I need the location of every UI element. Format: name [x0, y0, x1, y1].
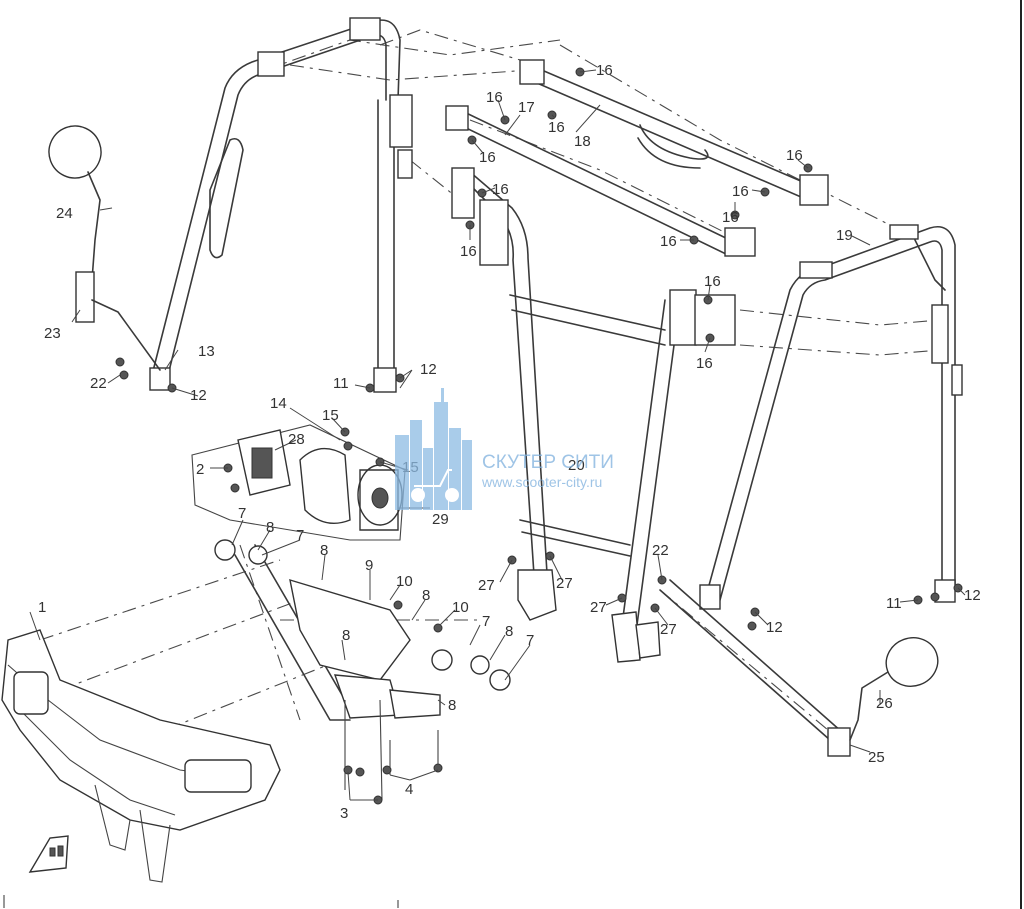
scooter-icon [411, 469, 459, 502]
callout-4: 4 [405, 781, 413, 798]
callout-16: 16 [486, 89, 503, 106]
callout-27: 27 [556, 575, 573, 592]
callout-28: 28 [288, 431, 305, 448]
roll-bar-13 [149, 17, 401, 391]
callout-16: 16 [460, 243, 477, 260]
callout-15: 15 [322, 407, 339, 424]
callout-7: 7 [238, 505, 246, 522]
callout-16: 16 [660, 233, 677, 250]
callout-27: 27 [478, 577, 495, 594]
callout-16: 16 [596, 62, 613, 79]
corner-badge [28, 835, 69, 873]
city-skyline-icon [395, 388, 472, 510]
callout-12: 12 [420, 361, 437, 378]
callout-20: 20 [568, 457, 585, 474]
callout-22: 22 [90, 375, 107, 392]
callout-29: 29 [432, 511, 449, 528]
side-rail-18 [519, 59, 829, 206]
callout-8: 8 [320, 542, 328, 559]
brackets-27 [517, 569, 661, 663]
callout-14: 14 [270, 395, 287, 412]
winch-assembly [191, 424, 406, 541]
callout-8: 8 [422, 587, 430, 604]
callout-11: 11 [333, 375, 349, 392]
callout-27: 27 [590, 599, 607, 616]
page-right-border [1020, 0, 1022, 909]
mirror-24 [48, 125, 161, 371]
callout-18: 18 [574, 133, 591, 150]
roll-bar-19 [699, 224, 963, 610]
side-rail-17 [445, 105, 756, 257]
watermark-logo: СКУТЕР СИТИ www.scooter-city.ru [395, 388, 614, 510]
callout-17: 17 [518, 99, 535, 116]
callout-27: 27 [660, 621, 677, 638]
callout-12: 12 [766, 619, 783, 636]
callout-10: 10 [452, 599, 469, 616]
callout-7: 7 [526, 632, 534, 649]
bumper-mount [214, 539, 511, 801]
callout-8: 8 [266, 519, 274, 536]
callout-12: 12 [964, 587, 981, 604]
roll-bar-20 [451, 167, 736, 641]
mirror-26 [849, 637, 939, 741]
callout-26: 26 [876, 695, 893, 712]
callout-16: 16 [479, 149, 496, 166]
rear-post [373, 94, 413, 393]
callout-22: 22 [652, 542, 669, 559]
callout-19: 19 [836, 227, 853, 244]
callout-16: 16 [732, 183, 749, 200]
callout-16: 16 [696, 355, 713, 372]
callout-8: 8 [505, 623, 513, 640]
callout-2: 2 [196, 461, 204, 478]
callout-16: 16 [548, 119, 565, 136]
callout-8: 8 [342, 627, 350, 644]
callout-24: 24 [56, 205, 73, 222]
callout-12: 12 [190, 387, 207, 404]
callout-23: 23 [44, 325, 61, 342]
callout-3: 3 [340, 805, 348, 822]
front-bumper [1, 629, 281, 883]
callout-7: 7 [296, 527, 304, 544]
callout-16: 16 [492, 181, 509, 198]
callout-8: 8 [448, 697, 456, 714]
callout-25: 25 [868, 749, 885, 766]
callout-13: 13 [198, 343, 215, 360]
callout-16: 16 [704, 273, 721, 290]
watermark-name: СКУТЕР СИТИ [482, 452, 614, 473]
callout-11: 11 [886, 595, 902, 612]
brace-25 [659, 579, 851, 757]
callout-16: 16 [786, 147, 803, 164]
callout-10: 10 [396, 573, 413, 590]
callout-1: 1 [38, 599, 46, 616]
callout-7: 7 [482, 613, 490, 630]
callout-9: 9 [365, 557, 373, 574]
callout-labels: 1 2 3 4 7 7 7 7 8 8 8 8 8 8 9 10 10 11 1… [38, 62, 981, 822]
leader-lines [29, 69, 966, 801]
watermark-url: www.scooter-city.ru [481, 474, 602, 490]
callout-16: 16 [722, 209, 739, 226]
